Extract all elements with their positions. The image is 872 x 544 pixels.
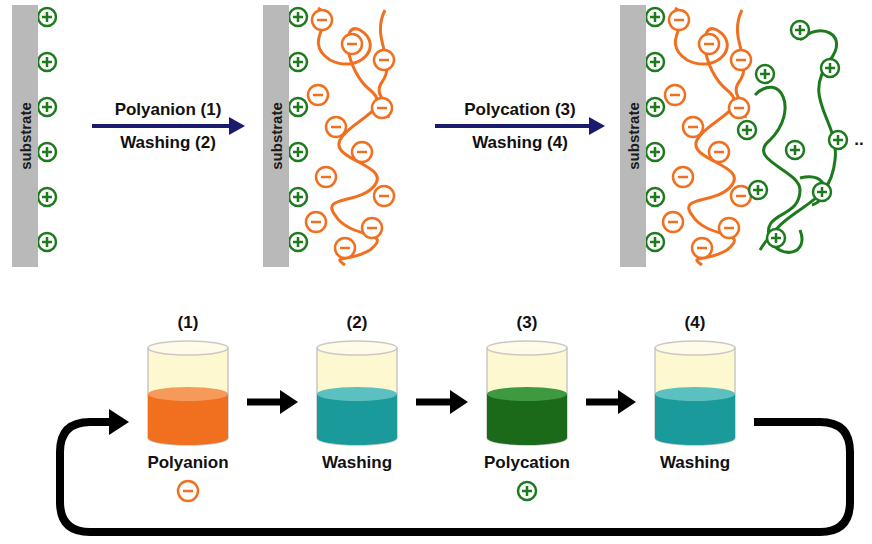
beaker-liquid	[655, 394, 735, 445]
flow-arrow	[92, 117, 245, 135]
beaker-liquid	[317, 394, 397, 445]
beaker-rim	[655, 341, 735, 355]
beaker-node: (2) Washing	[302, 312, 412, 474]
beaker-node: (4) Washing	[640, 312, 750, 474]
beaker-shape	[143, 338, 233, 452]
beaker-body	[655, 348, 735, 445]
step-label: Washing (4)	[472, 133, 568, 153]
beaker-label: Washing	[660, 452, 730, 474]
step-label: Polyanion (1)	[115, 100, 222, 120]
substrate-panel: substrate	[620, 5, 850, 267]
liquid-surface	[317, 387, 397, 401]
beaker-rim	[148, 341, 228, 355]
arrow-line	[92, 124, 232, 128]
arrow-line	[435, 124, 592, 128]
beaker-shape	[482, 338, 572, 452]
step-number: (4)	[685, 312, 706, 334]
substrate-panel: substrate	[263, 5, 410, 267]
arrow-line	[416, 399, 454, 406]
beaker-node: (3) Polycation	[472, 312, 582, 474]
flow-arrow	[435, 117, 605, 135]
flow-arrow	[416, 390, 468, 414]
beaker-body	[487, 348, 567, 445]
substrate-panel: substrate	[12, 5, 62, 267]
substrate-bar: substrate	[620, 5, 646, 267]
substrate-label: substrate	[17, 102, 34, 170]
substrate-bar: substrate	[12, 5, 38, 267]
step-number: (2)	[347, 312, 368, 334]
arrow-head	[618, 390, 636, 414]
arrow-head	[589, 117, 605, 135]
beaker-node: (1) Polyanion	[133, 312, 243, 474]
beaker-shape	[650, 338, 740, 452]
beaker-liquid	[148, 394, 228, 445]
step-label: Washing (2)	[120, 133, 216, 153]
beaker-label: Washing	[322, 452, 392, 474]
liquid-surface	[148, 387, 228, 401]
beaker-label: Polycation	[484, 452, 570, 474]
beaker-rim	[487, 341, 567, 355]
arrow-line	[586, 399, 622, 406]
arrow-head	[109, 409, 129, 435]
flow-arrow	[586, 390, 636, 414]
step-number: (3)	[517, 312, 538, 334]
beaker-rim	[317, 341, 397, 355]
liquid-surface	[487, 387, 567, 401]
substrate-bar: substrate	[263, 5, 289, 267]
liquid-surface	[655, 387, 735, 401]
beaker-body	[317, 348, 397, 445]
arrow-head	[280, 390, 298, 414]
beaker-label: Polyanion	[147, 452, 228, 474]
beaker-liquid	[487, 394, 567, 445]
substrate-label: substrate	[625, 102, 642, 170]
beaker-shape	[312, 338, 402, 452]
substrate-label: substrate	[268, 102, 285, 170]
arrow-line	[247, 399, 284, 406]
arrow-head	[229, 117, 245, 135]
arrow-head	[450, 390, 468, 414]
flow-arrow	[247, 390, 298, 414]
beaker-body	[148, 348, 228, 445]
step-label: Polycation (3)	[464, 100, 575, 120]
step-number: (1)	[178, 312, 199, 334]
continuation-mark: ..	[854, 130, 863, 150]
